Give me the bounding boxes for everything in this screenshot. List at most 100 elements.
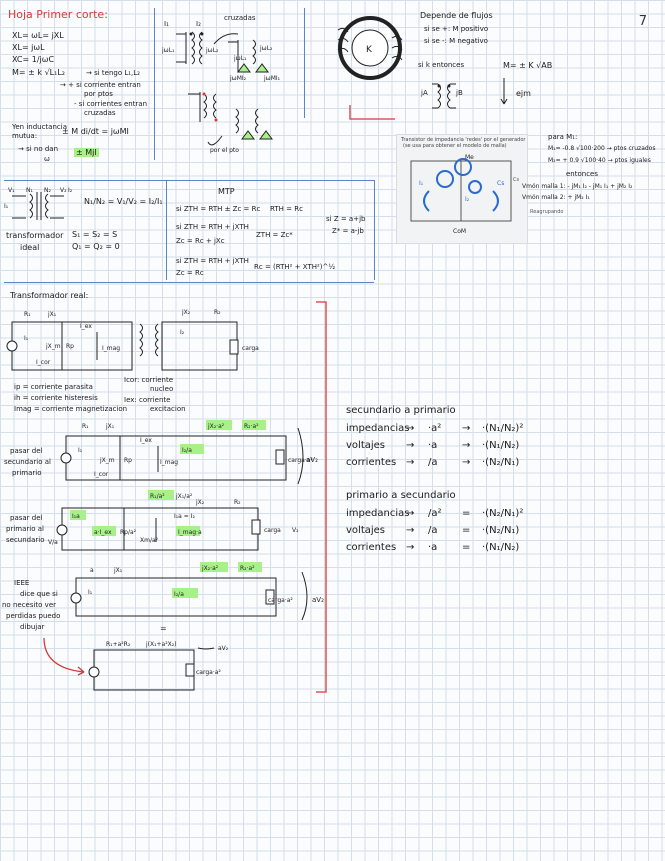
s2p-row-1-cell-4: ·(N₁/N₂) — [482, 440, 520, 451]
c2-i2a: I₂/a — [182, 447, 192, 454]
flux-rule-minus: si se -: M negativo — [424, 37, 488, 45]
p2s-label-1: pasar del — [10, 514, 43, 522]
real-tx-circuit-1: R₁ jX₁ I₁ I_ex jX_m Rp I_cor I_mag jX₂ R… — [6, 309, 259, 371]
s2p-row-1-cell-0: voltajes — [346, 440, 386, 451]
toroid-k: K — [366, 45, 373, 55]
mtp-l3b: ZTH = Zc* — [256, 231, 293, 239]
c3-i1a: I₁a — [72, 513, 80, 520]
real-tx-circuit-4: a jX₁ jX₂·a² R₂·a² I₁ I₂/a carga·a² aV₂ — [70, 562, 324, 621]
c3-va: V/a — [48, 539, 58, 546]
c4-load: carga·a² — [268, 597, 293, 604]
c1-iex: I_ex — [80, 323, 92, 330]
note-cruzadas: cruzadas — [84, 109, 116, 117]
c2-jx2a2: jX₂·a² — [207, 423, 225, 430]
divider-v-1 — [154, 8, 155, 160]
def-ih: ih = corriente histeresis — [14, 394, 98, 402]
ideal-tx-symbol: V₁ N₁ N₂ V₂ I₂ I₁ — [4, 187, 73, 220]
photo-com: CoM — [453, 228, 466, 235]
p2s-row-0-cell-2: /a² — [428, 508, 442, 519]
flux-ejm: ejm — [516, 89, 531, 98]
mtp-l3: Zc = Rc + jXc — [176, 237, 225, 245]
dot-label-jwl2: jωL₂ — [205, 47, 219, 54]
note-plus: → + si corriente entran — [60, 81, 141, 89]
dot-label-i2: I₂ — [196, 20, 201, 28]
mesh-title: para M₁: — [548, 133, 578, 141]
dot-label-jwl1-b: jωL₁ — [233, 55, 247, 62]
flux-rule-plus: si se +: M positivo — [424, 25, 489, 33]
photo-cs2: Cs — [513, 177, 519, 183]
flux-ja: jA — [421, 89, 428, 97]
flux-coils — [432, 83, 456, 109]
p2s-row-1-cell-1: → — [406, 525, 415, 536]
flux-title: Depende de flujos — [420, 11, 493, 20]
s2p-label-3: primario — [12, 469, 42, 477]
divider-h-1 — [4, 180, 374, 181]
reactance-l: XL= ωL= jXL — [12, 31, 64, 40]
mutual-label-1: Yen inductancia — [12, 123, 67, 131]
s2p-row-2-cell-0: corrientes — [346, 457, 397, 468]
divider-v-4 — [374, 180, 375, 280]
s2p-label-2: secundario al — [4, 458, 51, 466]
p2s-label-2: primario al — [6, 525, 44, 533]
s2p-row-0-cell-4: ·(N₁/N₂)² — [482, 423, 524, 434]
ieee-label-1: IEEE — [14, 579, 30, 587]
photo-i2: I₂ — [465, 196, 470, 203]
ideal-v1: V₁ — [8, 187, 15, 194]
red-bracket — [316, 301, 327, 693]
s2p-row-0-cell-3: → — [462, 423, 471, 434]
mesh-m1: M₁= -0.8 √100·200 → ptos cruzados — [548, 145, 656, 152]
ideal-i2: I₂ — [68, 187, 73, 194]
toroid-diagram: K — [337, 16, 403, 80]
c1-jx1: jX₁ — [47, 311, 57, 318]
mesh-eq2: Vmón malla 2: + jM₂ I₁ — [522, 194, 590, 201]
mutual-m: M= ± k √L₁L₂ — [12, 68, 65, 77]
s2p-title: secundario a primario — [346, 405, 456, 416]
c3-rpa2: Rp/a² — [120, 529, 137, 536]
mtp-l4: si ZTH = RTH + jXTH — [176, 257, 249, 265]
reactance-l-jw: XL= jωL — [12, 43, 45, 52]
dot-label-jwl2-b: jωL₂ — [259, 45, 273, 52]
flux-entonces: si k entonces — [418, 61, 465, 69]
embedded-photo: Transistor de impedancia 'redes' por el … — [396, 134, 528, 244]
ideal-n2: N₂ — [44, 187, 51, 194]
ideal-cond-1: S₁ = S₂ = S — [72, 230, 118, 239]
c1-jx2: jX₂ — [181, 309, 191, 316]
s2p-row-2-cell-2: /a — [428, 457, 438, 468]
ieee-label-3: no necesito ver — [2, 601, 57, 609]
reactance-c: XC= 1/jωC — [12, 55, 55, 64]
s2p-row-2-cell-4: ·(N₂/N₁) — [482, 457, 520, 468]
c3-i1a-eq: I₁a = I₂ — [174, 513, 195, 520]
p2s-row-2-cell-4: ·(N₁/N₂) — [482, 542, 520, 553]
c1-r1: R₁ — [24, 311, 31, 318]
c3-imag-a: I_mag·a — [178, 529, 202, 536]
mtp-l1: si ZTH = RTH ± Zc = Rc — [176, 205, 261, 213]
s2p-row-2-cell-1: → — [406, 457, 415, 468]
c4-i2a: I₂/a — [174, 591, 184, 598]
p2s-row-0-cell-1: → — [406, 508, 415, 519]
p2s-row-2-cell-2: ·a — [428, 542, 438, 553]
c1-jxm: jX_m — [45, 343, 61, 350]
phasor-label-1: → si no dan — [18, 145, 59, 153]
ideal-v2: V₂ — [60, 187, 67, 194]
photo-circuit: Me I₁ Cs Cs I₂ CoM — [410, 154, 519, 235]
p2s-row-2-cell-3: = — [462, 542, 471, 553]
photo-cs: Cs — [497, 180, 504, 187]
equals-sign: = — [160, 624, 167, 633]
mesh-eq1: Vmón malla 1: - jM₁ I₂ - jM₁ I₁ + jM₂ I₂ — [522, 183, 633, 190]
def-icor-2: nucleo — [150, 385, 174, 393]
c3-xma2: Xm/a² — [140, 537, 159, 544]
def-ip: ip = corriente parasita — [14, 383, 93, 391]
mtp-title: MTP — [218, 187, 235, 196]
photo-caption-2: (se usa para obtener el modelo de malla) — [403, 143, 507, 149]
c2-load: carga·a² — [288, 457, 313, 464]
p2s-label-3: secundario — [6, 536, 45, 544]
page-number: 7 — [638, 14, 647, 29]
dot-label-jwmi2: jωMI₂ — [229, 75, 247, 82]
mesh-m2: M₂= + 0.9 √100·40 → ptos iguales — [548, 157, 651, 164]
ideal-cond-2: Q₁ = Q₂ = 0 — [72, 242, 120, 251]
c3-aiex: a·I_ex — [94, 529, 112, 536]
dot-label-jwl1: jωL₁ — [161, 47, 175, 54]
c3-r1a2: R₁/a² — [150, 493, 165, 500]
c2-jx1: jX₁ — [105, 423, 115, 430]
c1-rp: Rp — [66, 343, 74, 350]
